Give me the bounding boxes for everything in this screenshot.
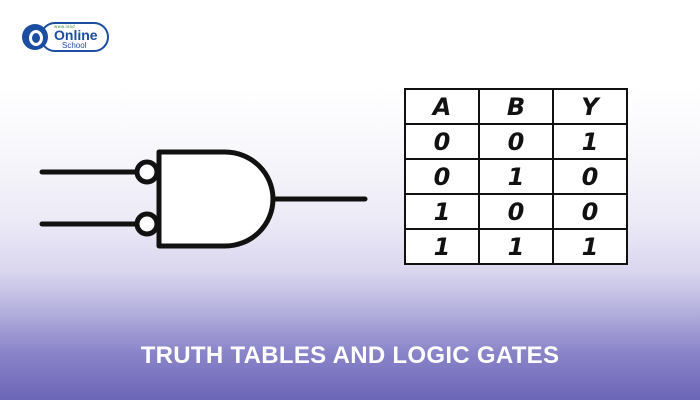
page-title: TRUTH TABLES AND LOGIC GATES [140, 342, 560, 369]
input-a-inverter-bubble [134, 159, 160, 185]
logo-icon [22, 24, 48, 50]
cell-y: 0 [552, 193, 628, 230]
cell-y: 0 [552, 158, 628, 195]
cell-y: 1 [552, 123, 628, 160]
table-row: 1 1 1 [404, 228, 628, 265]
cell-b: 0 [478, 193, 554, 230]
cell-y: 1 [552, 228, 628, 265]
input-b-inverter-bubble [134, 211, 160, 237]
logo-name-sub: School [62, 41, 87, 50]
truth-table-header-row: A B Y [404, 88, 628, 125]
and-gate-body [156, 149, 276, 249]
logo-name-main: Online [54, 27, 98, 43]
cell-a: 0 [404, 158, 480, 195]
logo-wordmark: www.lead Online School [40, 22, 109, 52]
cell-a: 1 [404, 193, 480, 230]
brand-logo: www.lead Online School [22, 22, 109, 52]
logo-small-text: www.lead [54, 24, 75, 29]
column-header-y: Y [552, 88, 628, 125]
table-row: 0 0 1 [404, 123, 628, 160]
column-header-a: A [404, 88, 480, 125]
truth-table: A B Y 0 0 1 0 1 0 1 0 0 1 1 1 [404, 88, 628, 265]
cell-a: 1 [404, 228, 480, 265]
table-row: 0 1 0 [404, 158, 628, 195]
cell-b: 1 [478, 158, 554, 195]
column-header-b: B [478, 88, 554, 125]
cell-a: 0 [404, 123, 480, 160]
cell-b: 1 [478, 228, 554, 265]
table-row: 1 0 0 [404, 193, 628, 230]
cell-b: 0 [478, 123, 554, 160]
